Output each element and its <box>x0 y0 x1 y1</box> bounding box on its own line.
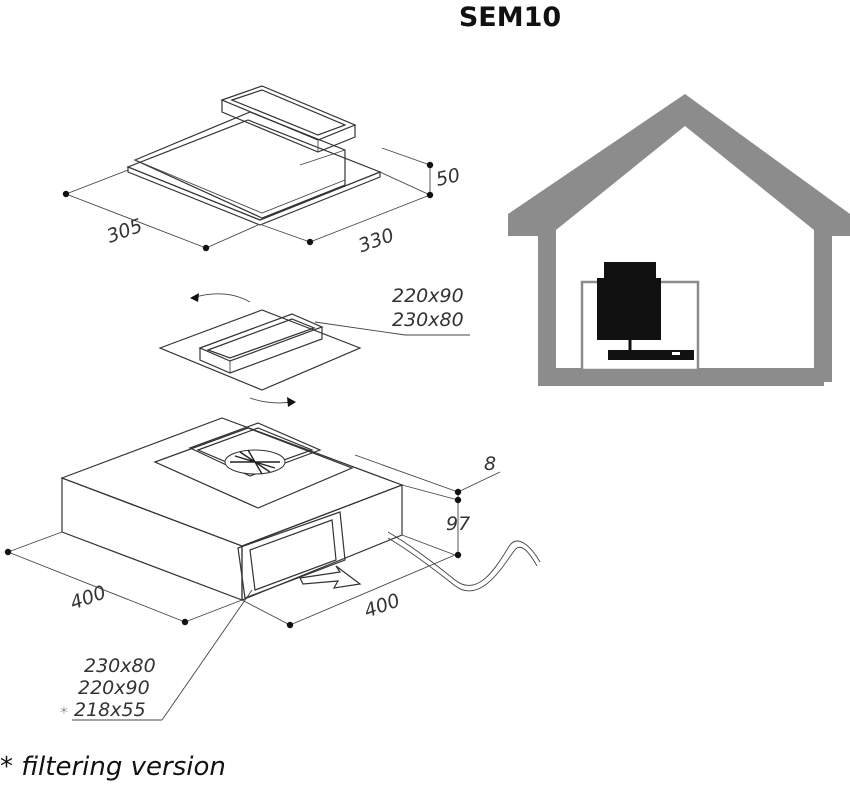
outlet-size-1: 230x80 <box>84 655 156 677</box>
adapter-drawing: 220x90 230x80 <box>158 285 470 407</box>
outlet-asterisk: * <box>60 703 68 722</box>
extractor-unit-icon <box>597 262 694 360</box>
house-icon <box>508 94 850 386</box>
adapter-size-1: 220x90 <box>392 285 464 307</box>
outlet-size-3: 218x55 <box>74 699 146 721</box>
fan-icon <box>224 449 286 475</box>
box-dim-depth: 400 <box>67 581 109 614</box>
diagram-title: SEM10 <box>458 2 562 33</box>
dim-height-label: 50 <box>434 164 462 191</box>
top-unit-drawing: 305 330 50 <box>62 85 462 257</box>
dim-depth-label: 305 <box>104 215 146 248</box>
box-unit-drawing: 400 400 8 97 <box>4 417 541 721</box>
box-dim-height: 97 <box>446 513 470 535</box>
dim-width-label: 330 <box>355 224 397 257</box>
adapter-size-2: 230x80 <box>392 309 464 331</box>
box-dim-offset: 8 <box>484 453 496 475</box>
box-dim-width: 400 <box>361 589 403 622</box>
outlet-size-2: 220x90 <box>78 677 150 699</box>
house-installation-icon <box>508 94 850 386</box>
footnote: * filtering version <box>0 752 226 782</box>
